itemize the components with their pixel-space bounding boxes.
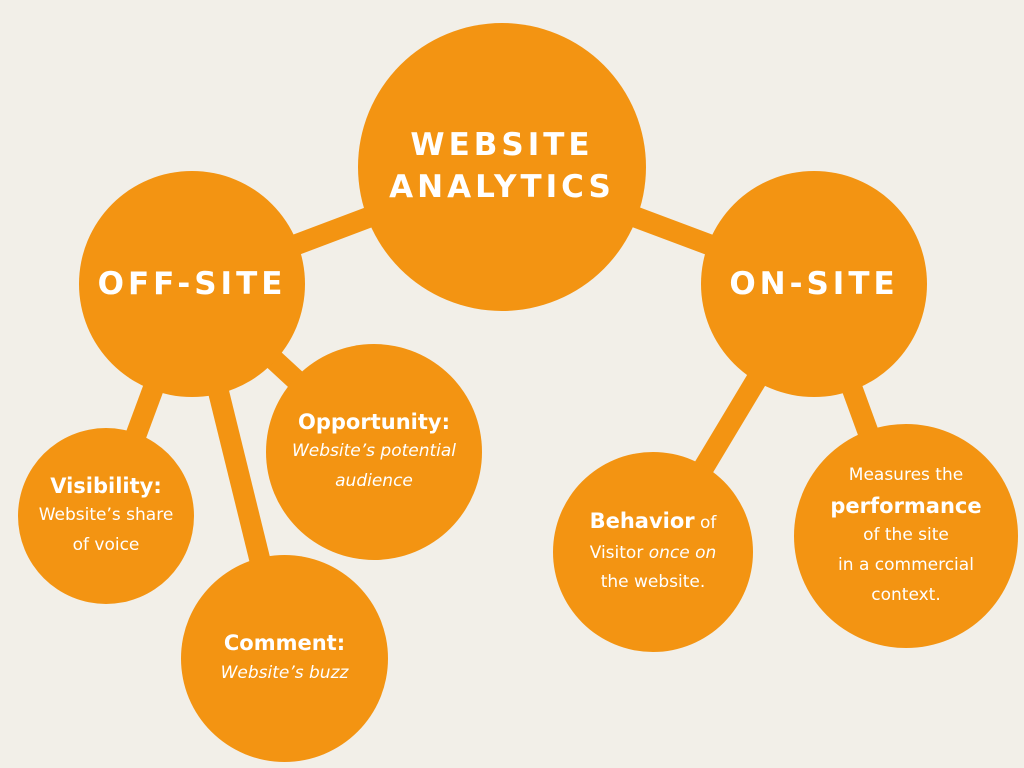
offsite-node: OFF-SITE — [79, 171, 305, 397]
comment-desc: Website’s buzz — [220, 662, 349, 683]
performance-line-5: context. — [871, 584, 941, 605]
root-title-line-2: ANALYTICS — [389, 169, 615, 205]
opportunity-desc-line-1: Website’s potential — [291, 441, 457, 462]
behavior-line-1: Behavior of — [590, 506, 717, 539]
opportunity-title: Opportunity: — [298, 410, 450, 435]
behavior-line-2-italic: once on — [648, 542, 717, 563]
comment-node: Comment: Website’s buzz — [181, 555, 388, 762]
performance-line-4: in a commercial — [838, 555, 974, 576]
onsite-node: ON-SITE — [701, 171, 927, 397]
opportunity-desc-line-2: audience — [335, 471, 413, 492]
visibility-title: Visibility: — [50, 474, 162, 499]
behavior-line-3: the website. — [600, 572, 706, 593]
visibility-node: Visibility: Website’s share of voice — [18, 428, 194, 604]
behavior-line-2: Visitor once on — [590, 539, 717, 569]
behavior-node: Behavior of Visitor once on the website. — [553, 452, 753, 652]
comment-title: Comment: — [223, 631, 346, 656]
performance-title: performance — [830, 494, 982, 519]
visibility-desc-line-1: Website’s share — [38, 505, 174, 526]
visibility-desc-line-2: of voice — [72, 535, 140, 556]
root-title-line-1: WEBSITE — [410, 127, 594, 164]
behavior-title: Behavior — [589, 508, 695, 533]
offsite-label: OFF-SITE — [97, 266, 287, 302]
performance-line-1: Measures the — [848, 465, 964, 486]
opportunity-node: Opportunity: Website’s potential audienc… — [266, 344, 482, 560]
behavior-line-2-prefix: Visitor — [589, 542, 649, 563]
root-node-website-analytics: WEBSITE ANALYTICS — [358, 23, 646, 311]
performance-line-3: of the site — [863, 525, 949, 546]
behavior-title-suffix: of — [694, 512, 717, 533]
performance-node: Measures the performance of the site in … — [794, 424, 1018, 648]
onsite-label: ON-SITE — [729, 266, 899, 302]
